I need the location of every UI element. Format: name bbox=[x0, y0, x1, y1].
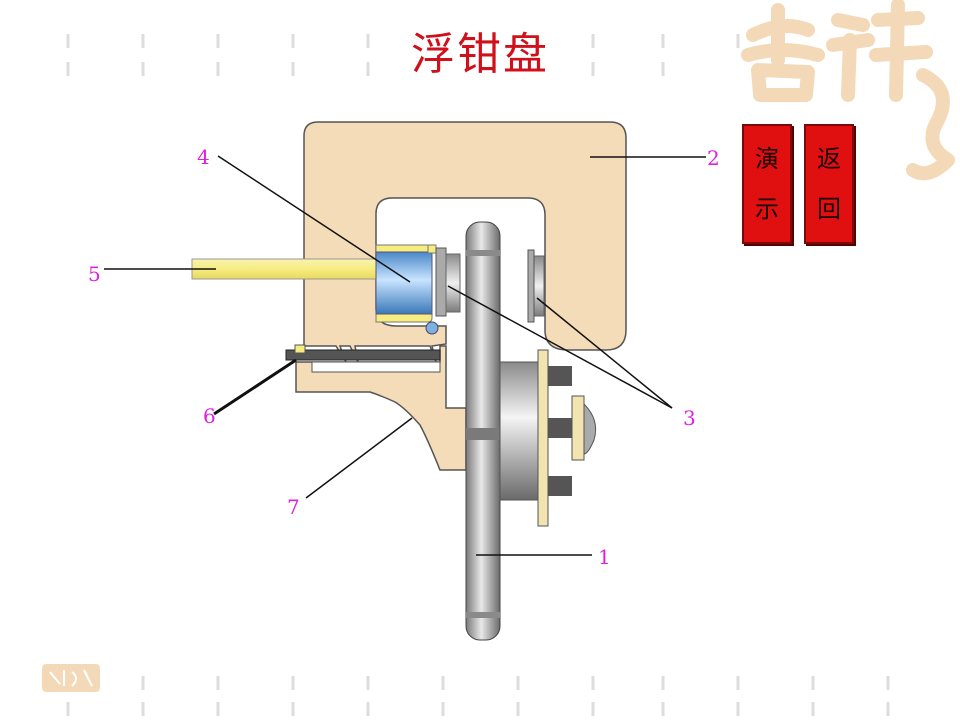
back-button-char-2: 回 bbox=[817, 195, 841, 223]
guide-pin-cap bbox=[294, 344, 306, 354]
piston-seal-top bbox=[427, 244, 437, 254]
leader-line-3a bbox=[447, 285, 673, 409]
guide-pin bbox=[285, 349, 441, 361]
demo-button-char-2: 示 bbox=[755, 195, 779, 223]
wheel-stud-1 bbox=[548, 366, 572, 386]
callout-3: 3 bbox=[683, 406, 696, 430]
callout-5: 5 bbox=[88, 262, 101, 286]
leader-line-7 bbox=[305, 417, 413, 499]
top-tick-row-decoration bbox=[66, 34, 740, 48]
callout-6: 6 bbox=[203, 404, 216, 428]
page-title: 浮钳盘 bbox=[411, 29, 549, 80]
callout-4: 4 bbox=[197, 145, 210, 169]
demo-button-char-1: 演 bbox=[755, 145, 779, 173]
stamp-logo-decoration bbox=[42, 664, 100, 692]
leader-line-3b bbox=[536, 297, 673, 409]
caliper-bracket bbox=[295, 345, 467, 471]
wheel-stud-3 bbox=[548, 476, 572, 496]
hub-cap bbox=[583, 402, 597, 455]
inner-pad-backing bbox=[435, 247, 447, 317]
leader-line-4 bbox=[217, 155, 411, 283]
callout-7: 7 bbox=[287, 495, 300, 519]
callout-1: 1 bbox=[598, 545, 611, 569]
guide-slot bbox=[311, 361, 441, 373]
demo-button[interactable]: 演 示 bbox=[742, 124, 792, 244]
calligraphy-logo-decoration bbox=[741, 0, 955, 181]
bottom-tick-row-decoration bbox=[141, 676, 890, 690]
disc-band-top bbox=[466, 250, 500, 256]
hub-body bbox=[499, 361, 541, 501]
back-button-char-1: 返 bbox=[817, 145, 841, 173]
hub-flange bbox=[537, 349, 549, 527]
disc-band-mid bbox=[466, 428, 500, 440]
wheel-stud-2 bbox=[548, 418, 572, 438]
top-tick-row-2-decoration bbox=[66, 62, 665, 76]
push-rod bbox=[191, 258, 379, 280]
bottom-tick-row-2-decoration bbox=[66, 702, 890, 716]
disc-band-bottom bbox=[466, 612, 500, 618]
leader-line-6 bbox=[213, 358, 297, 416]
back-button[interactable]: 返 回 bbox=[804, 124, 854, 244]
hub-nut bbox=[571, 395, 585, 461]
inner-brake-pad bbox=[445, 253, 461, 313]
caliper-body bbox=[303, 121, 627, 363]
callout-2: 2 bbox=[707, 146, 720, 170]
piston bbox=[375, 251, 433, 315]
bleed-port bbox=[425, 321, 439, 335]
outer-pad-backing bbox=[527, 249, 535, 323]
